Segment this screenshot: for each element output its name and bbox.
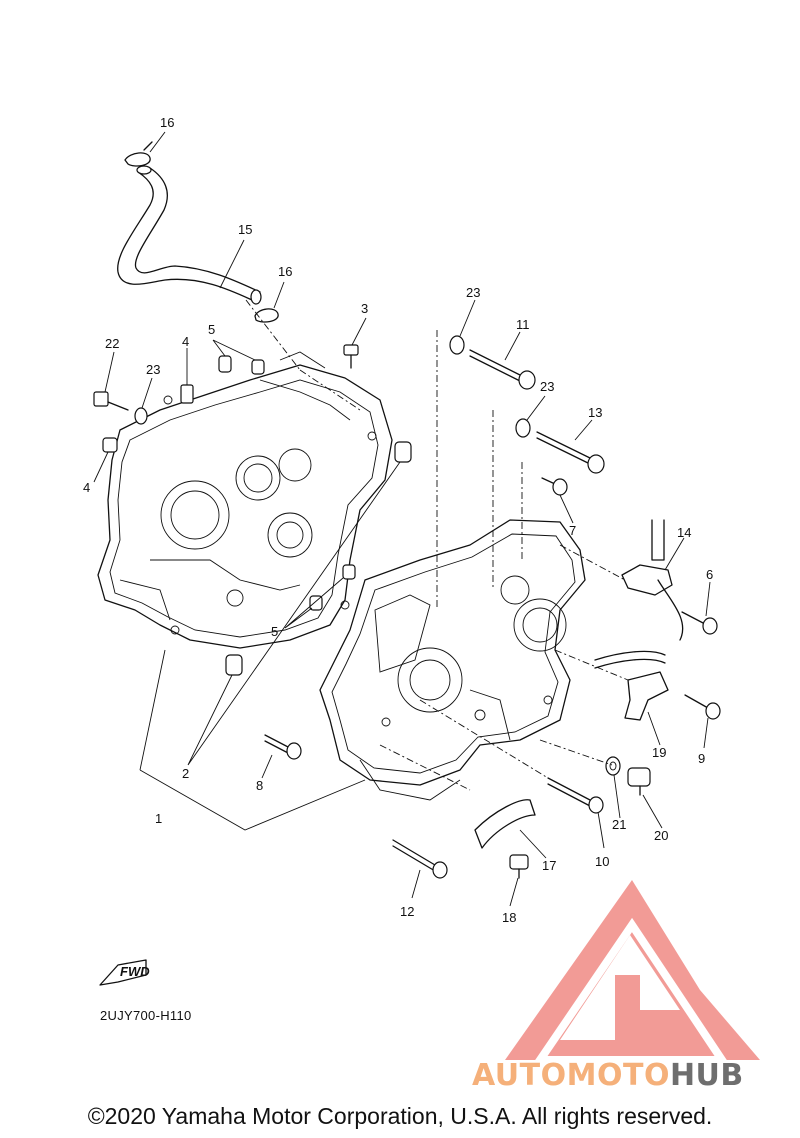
callout-6: 6 (706, 567, 713, 582)
bolt-3[interactable] (343, 344, 359, 369)
bracket-17[interactable] (474, 799, 536, 849)
callout-9: 9 (698, 751, 705, 766)
callout-11: 11 (516, 317, 530, 332)
callout-22: 22 (105, 336, 119, 351)
callout-21: 21 (612, 817, 626, 832)
washer-left[interactable] (134, 407, 148, 425)
assembly-lines (245, 299, 629, 791)
bolt-6[interactable] (681, 611, 718, 635)
callout-2: 2 (182, 766, 189, 781)
callout-15: 15 (238, 222, 252, 237)
watermark-word-2: HUB (669, 1058, 744, 1093)
callout-23c: 23 (540, 379, 554, 394)
callout-8: 8 (256, 778, 263, 793)
fwd-arrow-icon: FWD (99, 959, 150, 986)
callout-12: 12 (400, 904, 414, 919)
plug-side[interactable] (102, 437, 118, 453)
callout-1: 1 (155, 811, 162, 826)
washer-top[interactable] (449, 335, 465, 355)
bolt-18[interactable] (509, 854, 529, 879)
copyright-notice: ©2020 Yamaha Motor Corporation, U.S.A. A… (87, 1103, 713, 1129)
callout-3: 3 (361, 301, 368, 316)
hose-section[interactable] (594, 650, 666, 669)
breather-hose[interactable] (117, 165, 262, 305)
bolt-10[interactable] (547, 777, 604, 814)
bolt-12[interactable] (392, 839, 448, 879)
diagram-code: 2UJY700-H110 (100, 1008, 192, 1023)
bolt-11[interactable] (469, 349, 536, 390)
callout-20: 20 (654, 828, 668, 843)
crankcase-left-half[interactable] (97, 351, 393, 649)
callout-23a: 23 (146, 362, 160, 377)
callout-5b: 5 (271, 624, 278, 639)
callout-10: 10 (595, 854, 609, 869)
bolt-8[interactable] (264, 734, 302, 760)
callout-5a: 5 (208, 322, 215, 337)
callout-labels: 16 15 16 3 5 4 22 23 4 23 11 23 13 7 14 … (83, 115, 713, 925)
callout-16a: 16 (160, 115, 174, 130)
callout-14: 14 (677, 525, 691, 540)
dowel-pins[interactable] (218, 355, 356, 611)
bracket-19[interactable] (624, 671, 669, 721)
bolt-9[interactable] (684, 694, 721, 720)
hose-clip-upper[interactable] (124, 141, 153, 167)
callout-16b: 16 (278, 264, 292, 279)
crankcase-right-half[interactable] (319, 519, 586, 801)
bolt-22[interactable] (93, 391, 129, 411)
plug-top[interactable] (180, 384, 194, 404)
bolt-7[interactable] (541, 477, 568, 496)
callout-17: 17 (542, 858, 556, 873)
drain-bolt-20[interactable] (627, 767, 651, 796)
callout-19: 19 (652, 745, 666, 760)
watermark-brand: AUTOMOTOHUB (472, 1058, 744, 1093)
callout-13: 13 (588, 405, 602, 420)
washer-mid[interactable] (515, 418, 531, 438)
hose-clip-lower[interactable] (254, 308, 279, 323)
hose-holder-14[interactable] (621, 519, 684, 641)
fwd-label: FWD (120, 964, 150, 979)
leader-lines (93, 131, 711, 907)
callout-18: 18 (502, 910, 516, 925)
washer-21[interactable] (605, 756, 621, 776)
bolt-13[interactable] (536, 431, 605, 474)
callout-4a: 4 (182, 334, 189, 349)
watermark-word-1: AUTOMOTO (472, 1058, 670, 1093)
callout-4b: 4 (83, 480, 90, 495)
watermark-logo (505, 880, 760, 1064)
dowel-pins-large[interactable] (225, 441, 412, 676)
callout-23b: 23 (466, 285, 480, 300)
callout-7: 7 (569, 523, 576, 538)
